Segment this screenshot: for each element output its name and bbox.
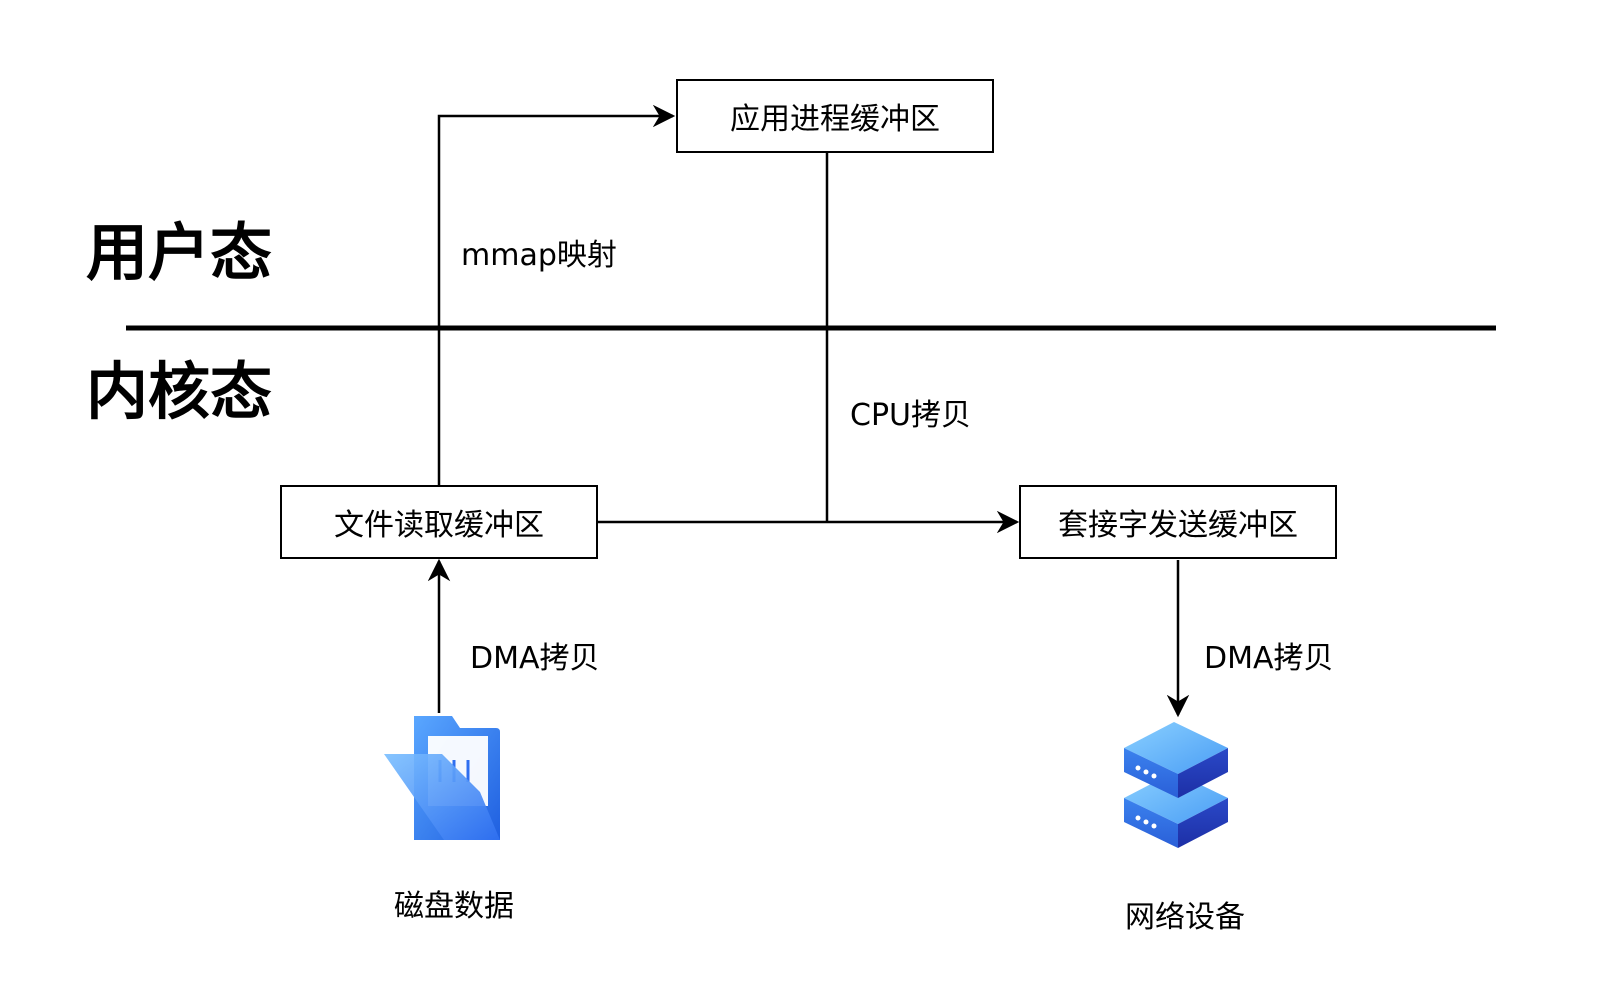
disk-data-label: 磁盘数据: [394, 889, 514, 924]
socket-buffer-box: 套接字发送缓冲区: [1019, 485, 1337, 559]
network-device-label: 网络设备: [1125, 900, 1245, 935]
kernel-space-label: 内核态: [86, 355, 273, 428]
mmap-arrow: [437, 104, 676, 485]
dma-in-label: DMA拷贝: [470, 641, 600, 676]
user-space-label: 用户态: [86, 216, 273, 289]
cpu-copy-label: CPU拷贝: [850, 398, 971, 433]
file-buffer-box: 文件读取缓冲区: [280, 485, 598, 559]
folder-icon: [384, 716, 500, 840]
dma-out-label: DMA拷贝: [1204, 641, 1334, 676]
mmap-label: mmap映射: [461, 238, 617, 273]
app-buffer-box: 应用进程缓冲区: [676, 79, 994, 153]
server-icon: [1124, 722, 1228, 848]
